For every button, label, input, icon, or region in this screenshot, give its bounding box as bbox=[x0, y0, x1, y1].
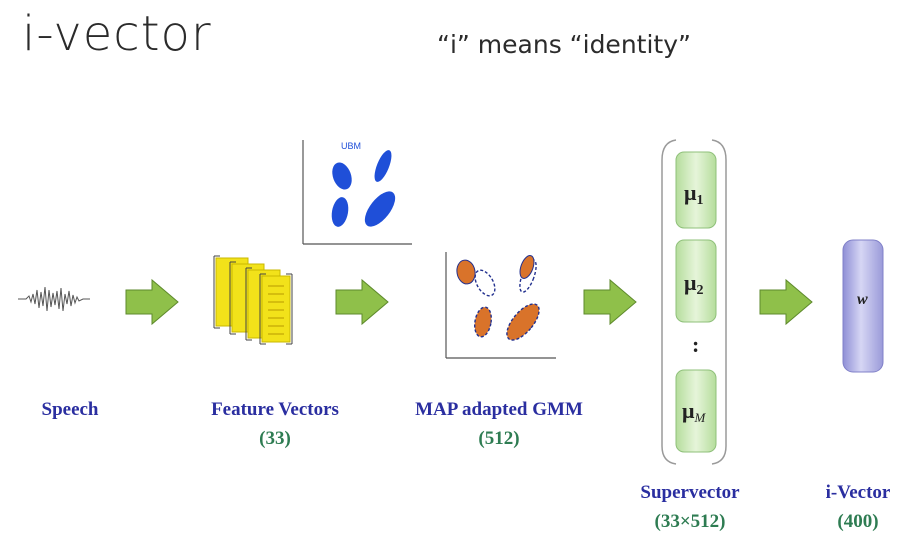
ivector-symbol: w bbox=[857, 291, 868, 308]
slide-title: i-vector bbox=[22, 6, 212, 62]
ubm-gaussian bbox=[374, 150, 392, 182]
stage-label-ivector: i-Vector bbox=[825, 482, 891, 503]
ubm-gaussian bbox=[332, 162, 352, 190]
arrow-icon bbox=[335, 278, 389, 326]
ubm-gaussian bbox=[364, 191, 396, 227]
supervector-bracket-right bbox=[711, 139, 727, 465]
gmm-gaussian bbox=[519, 255, 535, 279]
gmm-gaussian bbox=[506, 303, 540, 341]
feature-vectors-icon bbox=[213, 255, 293, 345]
ubm-plot bbox=[302, 140, 412, 245]
gmm-gaussian bbox=[474, 306, 492, 338]
stage-label-supervector: Supervector bbox=[640, 482, 740, 503]
stage-label-feature-vectors: Feature Vectors bbox=[211, 399, 339, 420]
supervector-entry-m: μM bbox=[682, 398, 706, 425]
stage-value-supervector: (33×512) bbox=[654, 511, 726, 532]
map-gmm-plot bbox=[445, 252, 556, 359]
ubm-gaussian bbox=[331, 197, 349, 227]
gmm-gaussian bbox=[456, 259, 476, 285]
supervector-entry-2: μ2 bbox=[684, 270, 703, 298]
ivector-box bbox=[842, 239, 884, 373]
stage-value-map-gmm: (512) bbox=[478, 428, 520, 449]
speech-waveform bbox=[18, 286, 90, 312]
supervector-ellipsis: : bbox=[692, 332, 699, 357]
ubm-label: UBM bbox=[341, 141, 361, 151]
arrow-icon bbox=[583, 278, 637, 326]
supervector-bracket-left bbox=[661, 139, 677, 465]
stage-label-speech: Speech bbox=[41, 399, 99, 420]
supervector-entry-1: μ1 bbox=[684, 180, 703, 208]
arrow-icon bbox=[759, 278, 813, 326]
arrow-icon bbox=[125, 278, 179, 326]
supervector-cell bbox=[675, 239, 717, 323]
slide-subtitle: “i” means “identity” bbox=[437, 30, 691, 59]
stage-value-ivector: (400) bbox=[837, 511, 879, 532]
stage-value-feature-vectors: (33) bbox=[259, 428, 291, 449]
supervector-cell bbox=[675, 369, 717, 453]
supervector-cell bbox=[675, 151, 717, 229]
stage-label-map-gmm: MAP adapted GMM bbox=[415, 399, 583, 420]
